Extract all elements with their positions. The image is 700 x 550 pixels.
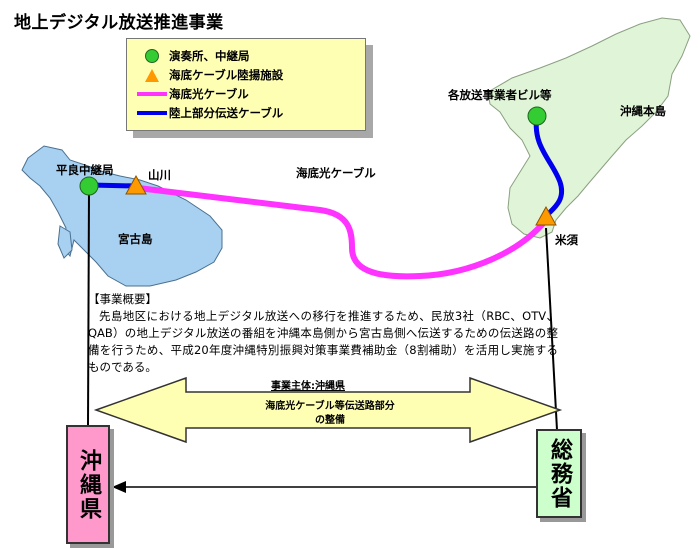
okinawa-main-island-label: 沖縄本島 [620, 104, 666, 118]
arrow-caption-line1: 海底光ケーブル等伝送路部分 [265, 401, 395, 412]
orange-triangle-icon [145, 68, 159, 82]
yamakawa-label: 山川 [148, 168, 171, 182]
okinawa-prefecture-box: 沖縄県 [66, 425, 110, 544]
legend-item-submarine-cable: 海底光ケーブル [135, 85, 249, 103]
broadcaster-building-station-icon [527, 106, 547, 126]
legend-item-landing: 海底ケーブル陸揚施設 [135, 66, 283, 84]
blue-line-icon [137, 111, 167, 115]
green-circle-icon [145, 49, 159, 63]
ministry-label: 総務省 [547, 437, 572, 510]
miyako-island-shape [21, 145, 223, 287]
arrow-caption-line2: の整備 [315, 415, 345, 426]
legend-label: 海底光ケーブル [169, 87, 249, 101]
legend-label: 陸上部分伝送ケーブル [169, 106, 284, 120]
project-entity-label: 事業主体:沖縄県 [271, 381, 345, 392]
submarine-cable-line [135, 185, 549, 280]
right-vertical-line [545, 227, 558, 431]
ministry-box: 総務省 [536, 429, 582, 518]
summary-body: 先島地区における地上デジタル放送への移行を推進するため、民放3社（RBC、OTV… [88, 309, 558, 374]
summary-heading: 【事業概要】 [88, 292, 157, 306]
magenta-line-icon [137, 92, 167, 96]
broadcaster-building-label: 各放送事業者ビル等 [448, 88, 552, 102]
hirara-relay-station-icon [79, 176, 99, 196]
miyako-islet-shape [57, 225, 73, 259]
submarine-cable-label: 海底光ケーブル [296, 166, 376, 180]
legend-item-land-cable: 陸上部分伝送ケーブル [135, 104, 283, 122]
miyako-island-label: 宮古島 [118, 232, 153, 246]
project-summary: 【事業概要】 先島地区における地上デジタル放送への移行を推進するため、民放3社（… [88, 291, 558, 376]
kume-label: 米須 [555, 233, 578, 247]
legend-label: 演奏所、中継局 [169, 49, 250, 63]
okinawa-island-shape [487, 17, 691, 239]
kume-landing-icon [535, 205, 557, 226]
legend-item-station: 演奏所、中継局 [135, 47, 250, 65]
land-cable-okinawa [533, 113, 564, 219]
hirara-relay-label: 平良中継局 [56, 163, 114, 177]
legend: 演奏所、中継局 海底ケーブル陸揚施設 海底光ケーブル 陸上部分伝送ケーブル [126, 38, 366, 131]
double-headed-arrow [93, 376, 563, 444]
left-vertical-line [87, 189, 90, 427]
arrow-caption: 海底光ケーブル等伝送路部分 の整備 [220, 400, 440, 428]
funding-arrow-head [112, 481, 126, 493]
okinawa-prefecture-label: 沖縄県 [76, 448, 101, 521]
legend-label: 海底ケーブル陸揚施設 [169, 68, 284, 82]
yamakawa-landing-icon [125, 174, 147, 195]
page-title: 地上デジタル放送推進事業 [14, 13, 224, 33]
